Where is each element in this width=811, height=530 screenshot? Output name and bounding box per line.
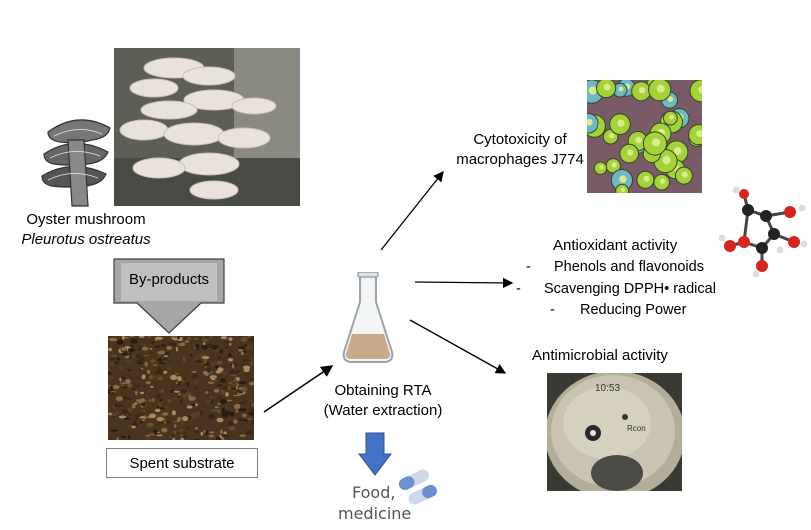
cytotoxicity-line2: macrophages J774 xyxy=(456,151,584,168)
petri-dish-photo: 10:53 Rcon xyxy=(547,373,682,491)
oyster-mushroom-photo xyxy=(114,48,300,206)
uses-line1: Food, xyxy=(352,483,396,502)
plate-label-side: Rcon xyxy=(627,424,646,433)
blue-down-arrow xyxy=(357,432,393,476)
mushroom-cluster-icon xyxy=(38,110,118,210)
arrow-to-antioxidant xyxy=(414,277,514,289)
mushroom-scientific-name: Pleurotus ostreatus xyxy=(21,231,151,248)
cytotoxicity-line1: Cytotoxicity of xyxy=(473,131,567,148)
antioxidant-item: -Phenols and flavonoids xyxy=(526,259,704,275)
spent-substrate-label: Spent substrate xyxy=(129,454,235,472)
antioxidant-item: -Scavenging DPPH• radical xyxy=(516,281,716,297)
byproducts-label: By-products xyxy=(128,271,210,288)
mushroom-common-name: Oyster mushroom xyxy=(26,211,146,228)
arrow-to-cytotoxicity xyxy=(380,170,444,251)
spent-substrate-box: Spent substrate xyxy=(106,448,258,478)
spent-substrate-photo xyxy=(108,336,254,440)
flask-icon xyxy=(342,271,394,364)
pills-icon xyxy=(398,468,442,508)
arrow-to-antimicrobial xyxy=(409,319,507,374)
byproducts-arrow xyxy=(113,258,225,334)
molecule-icon xyxy=(718,186,808,278)
antioxidant-title: Antioxidant activity xyxy=(553,237,678,254)
plate-label-top: 10:53 xyxy=(595,383,620,394)
antioxidant-item: -Reducing Power xyxy=(550,302,687,318)
macrophage-micrograph xyxy=(587,80,702,193)
antimicrobial-title: Antimicrobial activity xyxy=(532,347,668,364)
arrow-substrate-to-flask xyxy=(263,365,334,413)
extraction-title: Obtaining RTA xyxy=(334,382,432,399)
extraction-subtitle: (Water extraction) xyxy=(323,402,443,419)
uses-line2: medicine xyxy=(338,504,412,523)
